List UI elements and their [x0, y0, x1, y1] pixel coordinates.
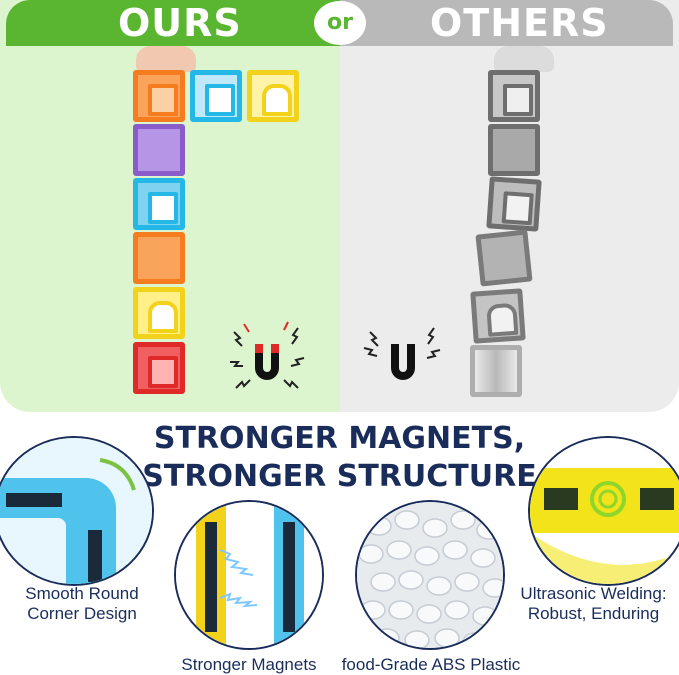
magnets-feature-image: [174, 500, 324, 650]
tile-orange-top: [133, 70, 185, 122]
magnet-icon-red: [230, 321, 305, 389]
welded-edge-icon: [530, 438, 679, 584]
welding-feature-image: [528, 436, 679, 586]
magnets-caption: Stronger Magnets: [181, 655, 317, 674]
others-label: OTHERS: [430, 1, 609, 45]
ours-label: OURS: [118, 1, 242, 45]
tile-gray-1: [488, 70, 540, 122]
others-banner: [340, 0, 673, 46]
headline: STRONGER MAGNETS, STRONGER STRUCTURE: [0, 420, 679, 496]
comparison-panel: [0, 0, 679, 412]
caption-line-2: Robust, Enduring: [527, 604, 660, 623]
magnet-icon-black: [363, 327, 441, 380]
plastic-caption: food-Grade ABS Plastic: [341, 655, 521, 674]
caption-line-2: Corner Design: [27, 604, 137, 623]
or-badge: or: [314, 1, 366, 45]
plastic-feature-image: [355, 500, 505, 650]
caption-line-1: Smooth Round: [25, 584, 139, 603]
caption-line-1: Ultrasonic Welding:: [520, 584, 667, 603]
tile-blue-top: [190, 70, 242, 122]
tile-gray-4: [475, 229, 533, 287]
tile-orange: [133, 232, 185, 284]
tile-gray-5: [470, 288, 526, 344]
tile-red: [133, 342, 185, 394]
hand: [494, 46, 554, 72]
ours-banner: [6, 0, 345, 46]
tile-blue: [133, 178, 185, 230]
tile-yellow-top: [247, 70, 299, 122]
headline-line-2: STRONGER STRUCTURE: [142, 459, 537, 494]
plastic-pellets-icon: [357, 502, 503, 648]
tile-purple: [133, 124, 185, 176]
tile-gray-3: [486, 176, 542, 232]
rounded-corner-caption: Smooth Round Corner Design: [0, 584, 164, 624]
tile-gray-2: [488, 124, 540, 176]
rounded-corner-feature-image: [0, 436, 154, 586]
tile-gray-falling: [470, 345, 522, 397]
hand: [136, 46, 196, 72]
rounded-corner-tile-icon: [0, 438, 152, 584]
headline-line-1: STRONGER MAGNETS,: [153, 421, 526, 456]
welding-caption: Ultrasonic Welding: Robust, Enduring: [508, 584, 679, 624]
tile-yellow: [133, 287, 185, 339]
magnets-closeup-icon: [176, 502, 322, 648]
